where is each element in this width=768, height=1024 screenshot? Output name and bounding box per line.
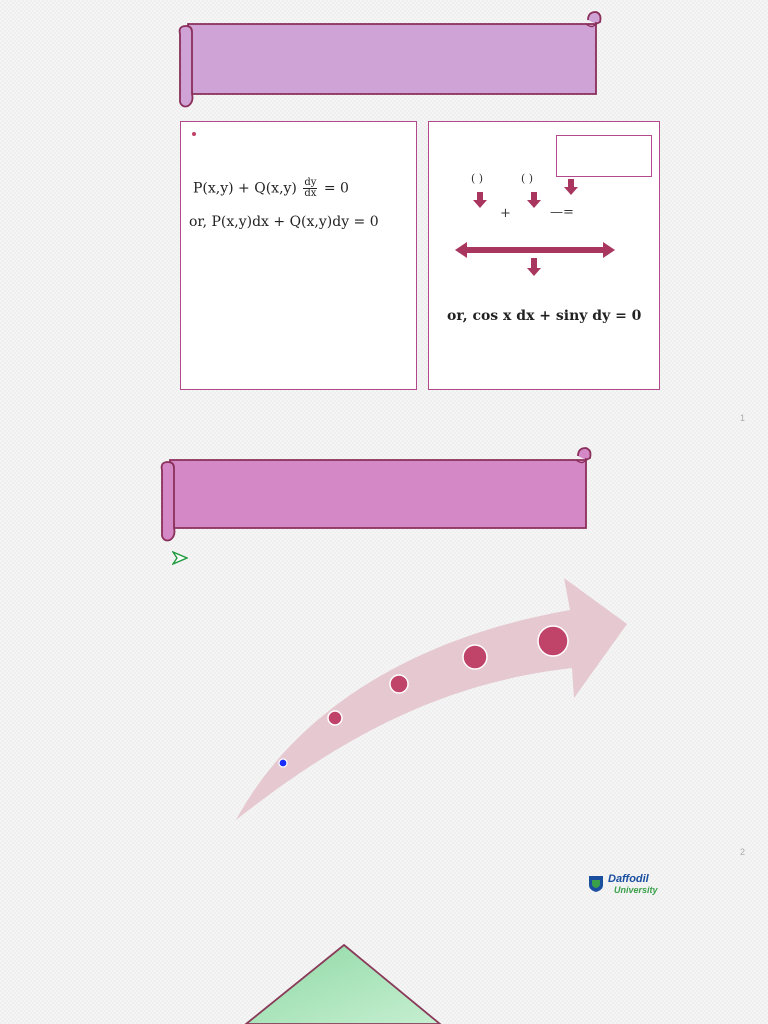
down-arrow-icon xyxy=(473,192,487,208)
bullet-dot xyxy=(192,132,196,136)
progress-dot-4 xyxy=(537,625,569,657)
scroll-banner-1 xyxy=(178,11,602,108)
page-number-2: 2 xyxy=(740,847,746,857)
down-arrow-icon xyxy=(527,192,541,208)
logo-subname: University xyxy=(614,885,658,895)
logo-name: Daffodil xyxy=(608,873,649,885)
down-arrow-icon xyxy=(564,179,578,195)
parens-group-1: ( ) xyxy=(471,172,484,185)
equation-line-1: P(x,y) + Q(x,y) dy dx = 0 xyxy=(193,177,349,199)
progress-dot-1 xyxy=(327,710,343,726)
plus-sign: + xyxy=(500,206,511,221)
parens-group-2: ( ) xyxy=(521,172,534,185)
equation-line-2: or, P(x,y)dx + Q(x,y)dy = 0 xyxy=(189,214,379,230)
inner-empty-rect xyxy=(556,135,652,177)
shield-icon xyxy=(589,876,603,892)
dy-dx-fraction: dy dx xyxy=(303,177,318,199)
down-arrows xyxy=(455,179,615,276)
progress-dot-2 xyxy=(389,674,409,694)
blue-marker-dot xyxy=(278,758,288,768)
left-equation-box: P(x,y) + Q(x,y) dy dx = 0 or, P(x,y)dx +… xyxy=(180,121,417,390)
right-equation-box: ( ) ( ) + —= or, cos x dx + siny dy = 0 xyxy=(428,121,660,390)
equals-sign: —= xyxy=(550,205,574,220)
progress-dot-3 xyxy=(462,644,488,670)
scroll-banner-2 xyxy=(160,447,592,542)
right-equation: or, cos x dx + siny dy = 0 xyxy=(447,308,642,324)
page-number-1: 1 xyxy=(740,413,746,423)
double-arrow-icon xyxy=(455,242,615,258)
slide-3-triangle xyxy=(244,944,442,1024)
down-arrow-icon xyxy=(527,258,541,276)
green-arrowhead-icon xyxy=(172,551,188,565)
growth-curve-arrow xyxy=(236,578,627,820)
